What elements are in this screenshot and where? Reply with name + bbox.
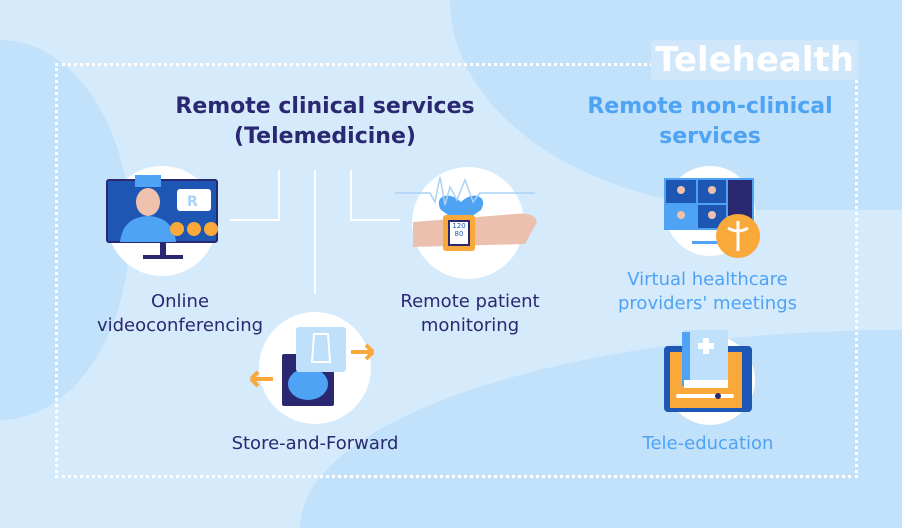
tablet-book-icon [664, 330, 752, 412]
monitoring-label: Remote patient monitoring [400, 291, 540, 336]
video-meeting-caduceus-icon [664, 178, 760, 258]
tele-education-label: Tele-education [642, 433, 774, 454]
page-title: Telehealth [651, 40, 858, 80]
xray-brain-scan-icon [249, 327, 375, 406]
non-clinical-heading: Remote non-clinical services [587, 94, 833, 149]
heart-rate-wrist-icon [395, 176, 537, 251]
connector [350, 219, 400, 221]
blood-pressure-readout: 120 80 [452, 222, 466, 238]
store-forward-label: Store-and-Forward [231, 433, 399, 454]
doctor-monitor-icon: R [106, 175, 218, 259]
connector [230, 219, 280, 221]
videoconferencing-label: Online videoconferencing [96, 291, 264, 336]
connector [350, 170, 352, 221]
telehealth-frame [55, 63, 858, 478]
connector [314, 170, 316, 294]
virtual-meetings-label: Virtual healthcare providers' meetings [618, 269, 797, 314]
connector [278, 170, 280, 221]
clinical-heading: Remote clinical services (Telemedicine) [175, 94, 475, 149]
svg-text:R: R [187, 194, 198, 210]
